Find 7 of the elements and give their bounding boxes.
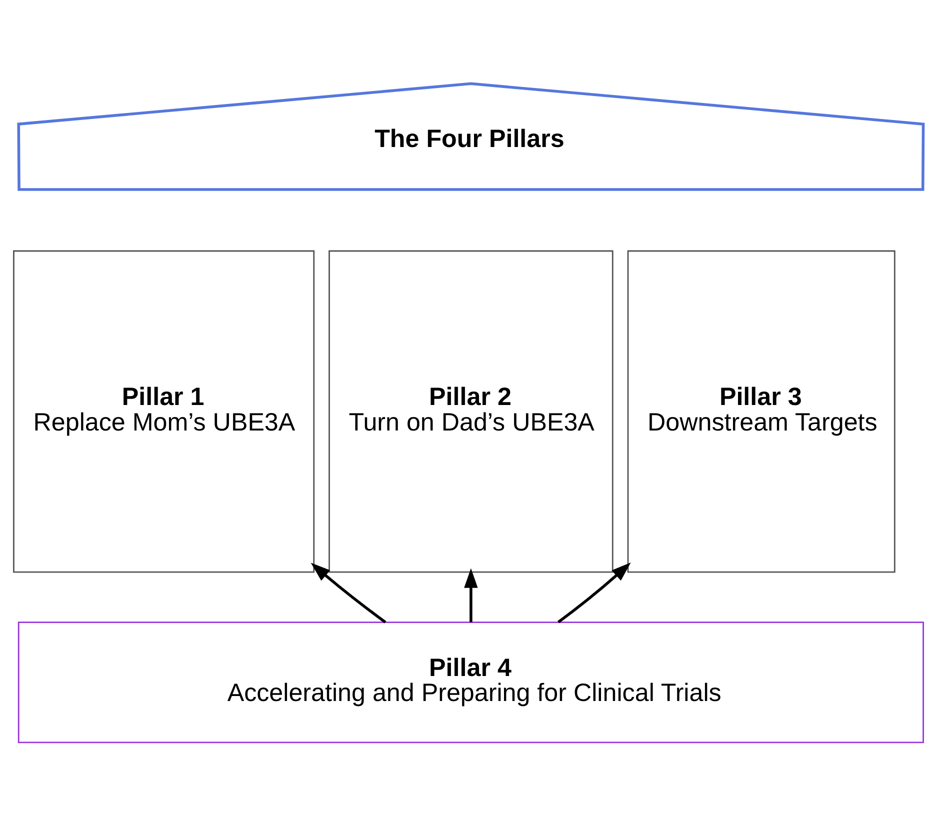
- node-box: Pillar 4 Accelerating and Preparing for Clinical Trials: [18, 621, 924, 743]
- node-box: Pillar 3 Downstream Targets: [627, 250, 896, 572]
- node-box: Pillar 1 Replace Mom’s UBE3A: [13, 250, 315, 572]
- arrow: [310, 562, 386, 623]
- arrow: [464, 568, 478, 622]
- arrow: [558, 562, 631, 623]
- node-box: Pillar 2 Turn on Dad’s UBE3A: [328, 250, 614, 572]
